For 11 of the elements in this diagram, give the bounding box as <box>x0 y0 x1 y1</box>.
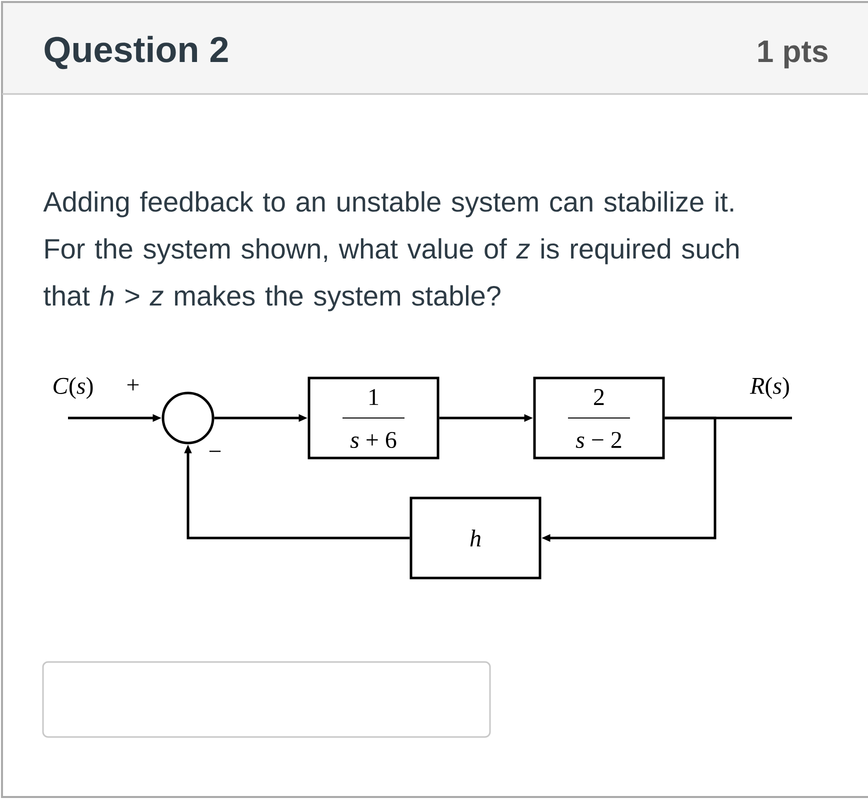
block-box: h <box>410 496 542 580</box>
signal-label: C(s) <box>54 377 93 399</box>
summing-junction <box>162 392 214 444</box>
transfer-function-box: 2 s − 2 <box>533 376 665 460</box>
title: Question 2 <box>44 36 228 70</box>
question-text: Adding feedback to an unstable system can stabilize it. For the system shown, what value of z is required such that h > z makes the system stable? <box>43 191 738 312</box>
sign-label: + <box>127 379 139 390</box>
signal-label: R(s) <box>750 377 789 399</box>
transfer-function-box: 1 s + 6 <box>308 376 440 460</box>
sign-label: − <box>209 450 221 452</box>
points-label: 1 pts <box>758 40 828 68</box>
